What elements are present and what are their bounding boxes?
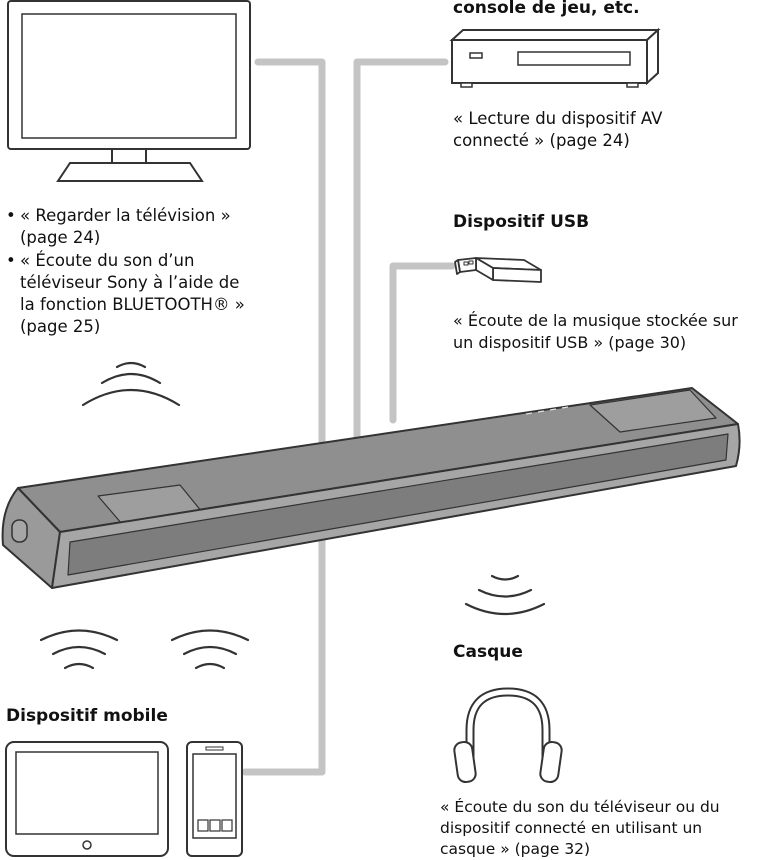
mobile-wave-icon-left [39, 629, 119, 670]
headphones-caption-line1: « Écoute du son du téléviseur ou du [440, 798, 720, 816]
usb-caption-line2: un dispositif USB » (page 30) [453, 333, 687, 352]
tablet-icon [5, 741, 169, 857]
av-cable [353, 58, 449, 444]
headphones-caption-line3: casque » (page 32) [440, 840, 591, 858]
soundbar-front-panel [67, 433, 729, 576]
av-device-caption-line1: « Lecture du dispositif AV [453, 109, 663, 128]
av-player-icon [449, 27, 661, 88]
tv-wave-icon [81, 361, 181, 407]
soundbar-top-panel-right [589, 389, 717, 433]
tv-caption-item-2: « Écoute du son d’un [6, 250, 194, 272]
usb-cable [389, 262, 456, 424]
usb-device-heading: Dispositif USB [453, 212, 590, 232]
tv-caption-item-1: « Regarder la télévision » [6, 205, 231, 227]
headphones-heading: Casque [453, 642, 523, 662]
tv-caption-item-2-line3: la fonction BLUETOOTH® » [20, 295, 245, 314]
tv-caption-item-2-line2: téléviseur Sony à l’aide de [20, 273, 240, 292]
tv-icon [7, 0, 251, 182]
wireless-wave-icon [39, 361, 546, 670]
usb-caption-line1: « Écoute de la musique stockée sur [453, 311, 738, 330]
headphones-icon [453, 687, 563, 784]
soundbar-indicators [525, 406, 569, 415]
soundbar-end [1, 487, 61, 589]
mobile-wave-icon-right [170, 629, 250, 670]
soundbar-icon [1, 387, 741, 589]
av-device-heading: console de jeu, etc. [453, 0, 640, 18]
tv-caption-item-1-line2: (page 24) [20, 228, 101, 247]
tv-caption-item-2-line4: (page 25) [20, 317, 101, 336]
mobile-cable [241, 574, 326, 776]
smartphone-icon [186, 741, 243, 857]
headphone-wave-icon [464, 574, 546, 616]
av-device-caption-line2: connecté » (page 24) [453, 131, 630, 150]
headphones-caption-line2: dispositif connecté en utilisant un [440, 819, 703, 837]
usb-stick-icon [454, 257, 542, 283]
tv-cable [254, 58, 326, 582]
cables [241, 58, 456, 776]
mobile-device-heading: Dispositif mobile [6, 706, 168, 726]
